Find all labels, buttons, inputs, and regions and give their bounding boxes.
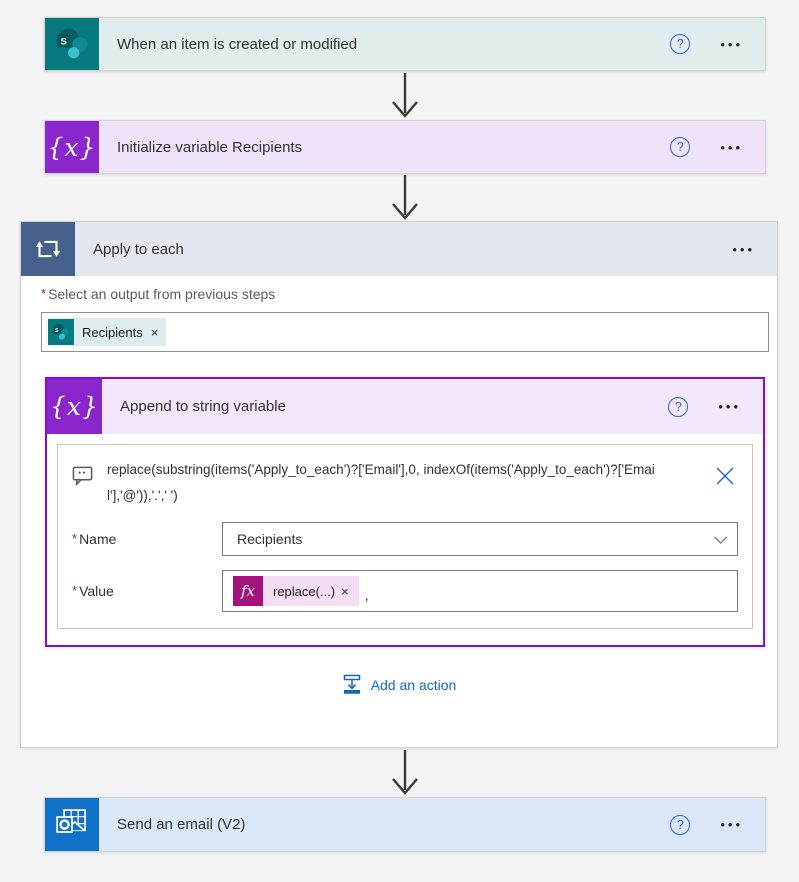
sharepoint-letter: S xyxy=(60,36,67,47)
fx-token-label: replace(...) xyxy=(273,583,336,599)
sharepoint-icon: S xyxy=(48,319,74,345)
value-text: , xyxy=(364,587,369,604)
connector-arrow xyxy=(392,73,418,118)
apply-to-each-title: Apply to each xyxy=(93,240,184,258)
menu-glyph: ••• xyxy=(718,399,741,414)
select-output-label-text: Select an output from previous steps xyxy=(48,286,276,302)
add-action-icon xyxy=(342,674,362,695)
sharepoint-letter: S xyxy=(55,328,59,334)
value-field-label: *Value xyxy=(72,583,222,599)
menu-glyph: ••• xyxy=(720,36,743,52)
name-dropdown[interactable]: Recipients xyxy=(222,522,738,557)
apply-to-each-header[interactable]: Apply to each ••• xyxy=(21,222,777,276)
close-expression-icon[interactable] xyxy=(712,463,738,492)
recipients-token[interactable]: S Recipients × xyxy=(48,318,167,346)
append-card-title: Append to string variable xyxy=(120,398,286,415)
variable-icon: {x} xyxy=(47,379,102,434)
sharepoint-icon: S xyxy=(45,18,99,70)
required-marker: * xyxy=(72,583,78,599)
ellipsis-menu-icon[interactable]: ••• xyxy=(720,137,743,158)
name-label-text: Name xyxy=(79,531,117,548)
email-card-title: Send an email (V2) xyxy=(117,816,246,833)
help-glyph: ? xyxy=(674,399,682,414)
add-an-action-button[interactable]: Add an action xyxy=(342,674,457,695)
outlook-icon xyxy=(45,798,99,851)
menu-glyph: ••• xyxy=(720,817,743,832)
help-glyph: ? xyxy=(676,140,684,154)
name-dropdown-value: Recipients xyxy=(237,531,303,548)
action-card-send-email[interactable]: Send an email (V2) ? ••• xyxy=(44,797,766,852)
help-icon[interactable]: ? xyxy=(668,396,689,417)
help-glyph: ? xyxy=(676,37,684,51)
required-marker: * xyxy=(41,286,47,301)
select-output-input[interactable]: S Recipients × xyxy=(41,312,769,352)
fx-icon: fx xyxy=(233,576,263,607)
help-icon[interactable]: ? xyxy=(670,34,691,54)
select-output-label: *Select an output from previous steps xyxy=(41,286,275,302)
connector-arrow xyxy=(392,175,418,220)
help-icon[interactable]: ? xyxy=(670,814,691,835)
variable-icon: {x} xyxy=(45,121,99,173)
value-label-text: Value xyxy=(79,583,114,600)
append-card-parameters: replace(substring(items('Apply_to_each')… xyxy=(57,444,753,630)
apply-to-each-loop-icon xyxy=(21,222,75,276)
required-marker: * xyxy=(72,531,78,547)
variable-glyph: {x} xyxy=(50,392,99,421)
ellipsis-menu-icon[interactable]: ••• xyxy=(720,814,743,835)
trigger-card-title: When an item is created or modified xyxy=(117,35,358,53)
add-action-label: Add an action xyxy=(370,676,457,693)
connector-arrow xyxy=(392,750,418,795)
menu-glyph: ••• xyxy=(732,241,755,257)
ellipsis-menu-icon[interactable]: ••• xyxy=(720,34,743,55)
help-glyph: ? xyxy=(676,817,684,832)
fx-token-remove-icon[interactable]: × xyxy=(341,583,349,599)
variable-glyph: {x} xyxy=(47,132,97,162)
help-icon[interactable]: ? xyxy=(670,137,691,157)
trigger-card-when-item-created[interactable]: S When an item is created or modified ? … xyxy=(44,17,766,71)
chevron-down-icon xyxy=(714,530,727,544)
action-card-initialize-variable[interactable]: {x} Initialize variable Recipients ? ••• xyxy=(44,120,766,174)
init-card-title: Initialize variable Recipients xyxy=(117,138,303,156)
ellipsis-menu-icon[interactable]: ••• xyxy=(718,396,741,417)
token-label: Recipients xyxy=(82,324,143,340)
expression-token[interactable]: fx replace(...) × xyxy=(233,576,359,607)
append-to-string-variable-card: {x} Append to string variable ? ••• xyxy=(45,377,765,648)
apply-to-each-scope: Apply to each ••• *Select an output from… xyxy=(20,221,778,748)
value-input[interactable]: fx replace(...) × , xyxy=(222,570,738,613)
menu-glyph: ••• xyxy=(720,139,743,155)
name-field-label: *Name xyxy=(72,531,222,547)
ellipsis-menu-icon[interactable]: ••• xyxy=(732,239,755,260)
expression-text: replace(substring(items('Apply_to_each')… xyxy=(107,462,655,503)
append-card-header[interactable]: {x} Append to string variable ? ••• xyxy=(47,379,763,434)
comment-icon xyxy=(72,465,93,491)
token-remove-icon[interactable]: × xyxy=(150,324,159,340)
